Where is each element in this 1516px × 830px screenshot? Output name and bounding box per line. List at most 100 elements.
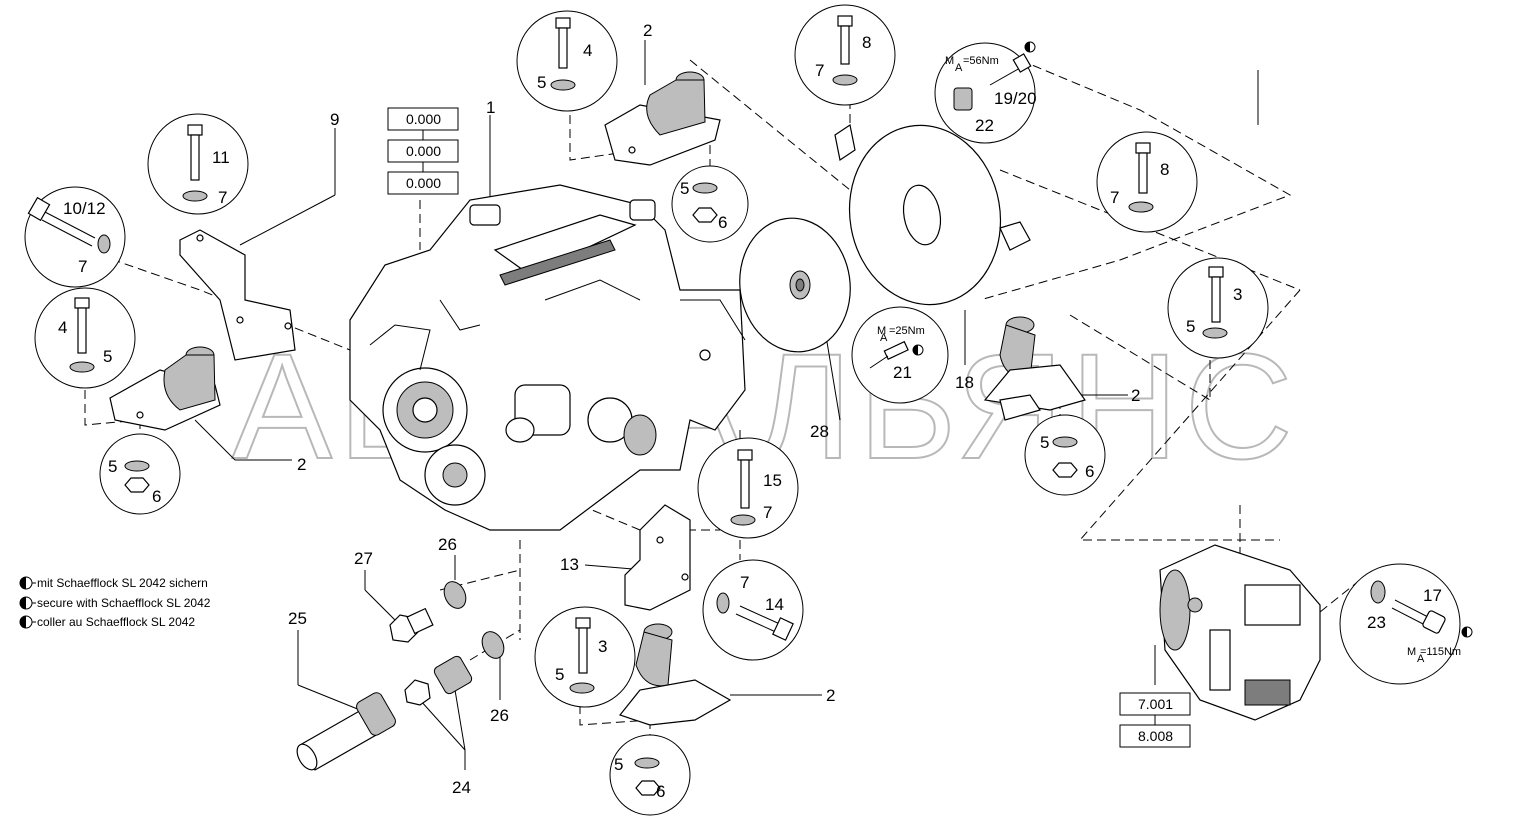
callout-26: 26 [438, 535, 457, 554]
engine-assembly [349, 184, 746, 531]
bracket-13 [624, 504, 691, 611]
callout-4: 4 [583, 41, 592, 60]
callout-5: 5 [108, 457, 117, 476]
callout-7: 7 [78, 257, 87, 276]
detail-circle-bolt-19-20: M A =56Nm 19/20 22 [934, 41, 1037, 144]
detail-circle-bolt-21: M A =25Nm 21 [851, 306, 949, 404]
callout-3: 3 [598, 637, 607, 656]
callout-22: 22 [975, 116, 994, 135]
callout-1: 1 [486, 98, 495, 117]
legend-text: coller au Schaefflock SL 2042 [37, 615, 195, 629]
callout-6: 6 [656, 782, 665, 801]
callout-7: 7 [218, 188, 227, 207]
callout-2: 2 [826, 686, 835, 705]
flywheel-housing-18 [834, 124, 1031, 306]
detail-circle-bolt-15: 15 7 [697, 437, 799, 539]
fitting-24 [404, 655, 473, 706]
detail-circle-bolt-8-right: 8 7 [1096, 131, 1198, 233]
detail-circle-bolt-17: 17 23 M A =115Nm [1339, 563, 1473, 685]
mount-rubber-left [109, 346, 221, 431]
callout-25: 25 [288, 609, 307, 628]
detail-circle-bolt-3-bottom: 3 5 [534, 606, 636, 708]
torque-56-sub: A [955, 62, 963, 74]
torque-56-m: M [945, 55, 954, 67]
leader-lines [194, 40, 1259, 770]
detail-circle-bolt-4-left: 4 5 [34, 287, 136, 389]
mount-rubber-right [983, 316, 1086, 421]
torque-25-sub: A [880, 332, 888, 344]
callout-5: 5 [614, 755, 623, 774]
callout-5: 5 [555, 665, 564, 684]
mount-rubber-top [604, 71, 721, 166]
callout-5: 5 [537, 73, 546, 92]
half-filled-circle-icon [19, 576, 36, 590]
torque-25-m: M [877, 325, 886, 337]
callout-6: 6 [152, 487, 161, 506]
detail-circle-nut-right: 5 6 [1024, 414, 1106, 496]
callout-2: 2 [297, 455, 306, 474]
callout-5: 5 [103, 347, 112, 366]
callout-14: 14 [765, 595, 784, 614]
torque-115-sub: A [1417, 653, 1425, 665]
callout-6: 6 [1085, 462, 1094, 481]
callout-17: 17 [1423, 586, 1442, 605]
callout-11: 11 [212, 148, 230, 167]
ref-box-text: 0.000 [406, 175, 441, 191]
detail-circle-bolt-10-12: 10/12 7 [24, 186, 126, 288]
plug-27 [389, 607, 434, 643]
legend-text: secure with Schaefflock SL 2042 [37, 596, 211, 610]
callout-3: 3 [1233, 285, 1242, 304]
torque-56-value: =56Nm [963, 55, 999, 67]
callout-2: 2 [1131, 386, 1140, 405]
ref-box-text: 7.001 [1138, 696, 1173, 712]
flexplate-28 [739, 217, 851, 353]
detail-circle-nut-bottom: 5 6 [609, 734, 691, 816]
torque-25-value: =25Nm [889, 325, 925, 337]
callout-19-20: 19/20 [994, 89, 1037, 108]
callout-7: 7 [763, 503, 772, 522]
callout-28: 28 [810, 422, 829, 441]
callout-27: 27 [354, 549, 373, 568]
callout-2: 2 [643, 21, 652, 40]
ref-box-text: 8.008 [1138, 728, 1173, 744]
callout-18: 18 [955, 373, 974, 392]
engine-reference-boxes: 0.000 0.000 0.000 [387, 107, 459, 195]
legend: mit Schaefflock SL 2042 sichern secure w… [19, 576, 211, 629]
torque-115-m: M [1407, 646, 1416, 658]
detail-circle-bolt-11: 11 7 [147, 113, 249, 215]
callout-7: 7 [815, 61, 824, 80]
drain-hose-25 [296, 692, 396, 771]
callout-10-12: 10/12 [63, 199, 106, 218]
washer-26 [443, 581, 505, 659]
hydraulic-pump [1159, 544, 1321, 721]
pump-reference-boxes: 7.001 8.008 [1119, 692, 1191, 748]
callout-5: 5 [1186, 317, 1195, 336]
detail-circle-bolt-8-top: 8 7 [794, 4, 896, 106]
callout-7: 7 [740, 573, 749, 592]
detail-circle-bolt-3-right: 3 5 [1167, 257, 1269, 359]
callout-13: 13 [560, 555, 579, 574]
detail-circle-bolt-4-top: 4 5 [516, 10, 618, 112]
detail-circle-bolt-14: 7 14 [702, 559, 804, 661]
callout-8: 8 [862, 33, 871, 52]
callout-26: 26 [490, 706, 509, 725]
detail-circle-nut-left: 5 6 [99, 433, 181, 515]
callout-5: 5 [680, 179, 689, 198]
callout-5: 5 [1040, 433, 1049, 452]
legend-text: mit Schaefflock SL 2042 sichern [37, 576, 208, 590]
callout-6: 6 [718, 213, 727, 232]
callout-7: 7 [1110, 188, 1119, 207]
callout-9: 9 [330, 110, 339, 129]
half-filled-circle-icon [19, 615, 36, 629]
ref-box-text: 0.000 [406, 111, 441, 127]
torque-115-value: =115Nm [1420, 646, 1461, 658]
ref-box-text: 0.000 [406, 143, 441, 159]
engine-bracket-9 [179, 229, 296, 361]
callout-4: 4 [58, 318, 67, 337]
callout-15: 15 [763, 471, 782, 490]
detail-circle-nut-top: 5 6 [671, 165, 749, 243]
callout-8: 8 [1160, 160, 1169, 179]
callout-24: 24 [452, 778, 471, 797]
callout-21: 21 [893, 363, 912, 382]
